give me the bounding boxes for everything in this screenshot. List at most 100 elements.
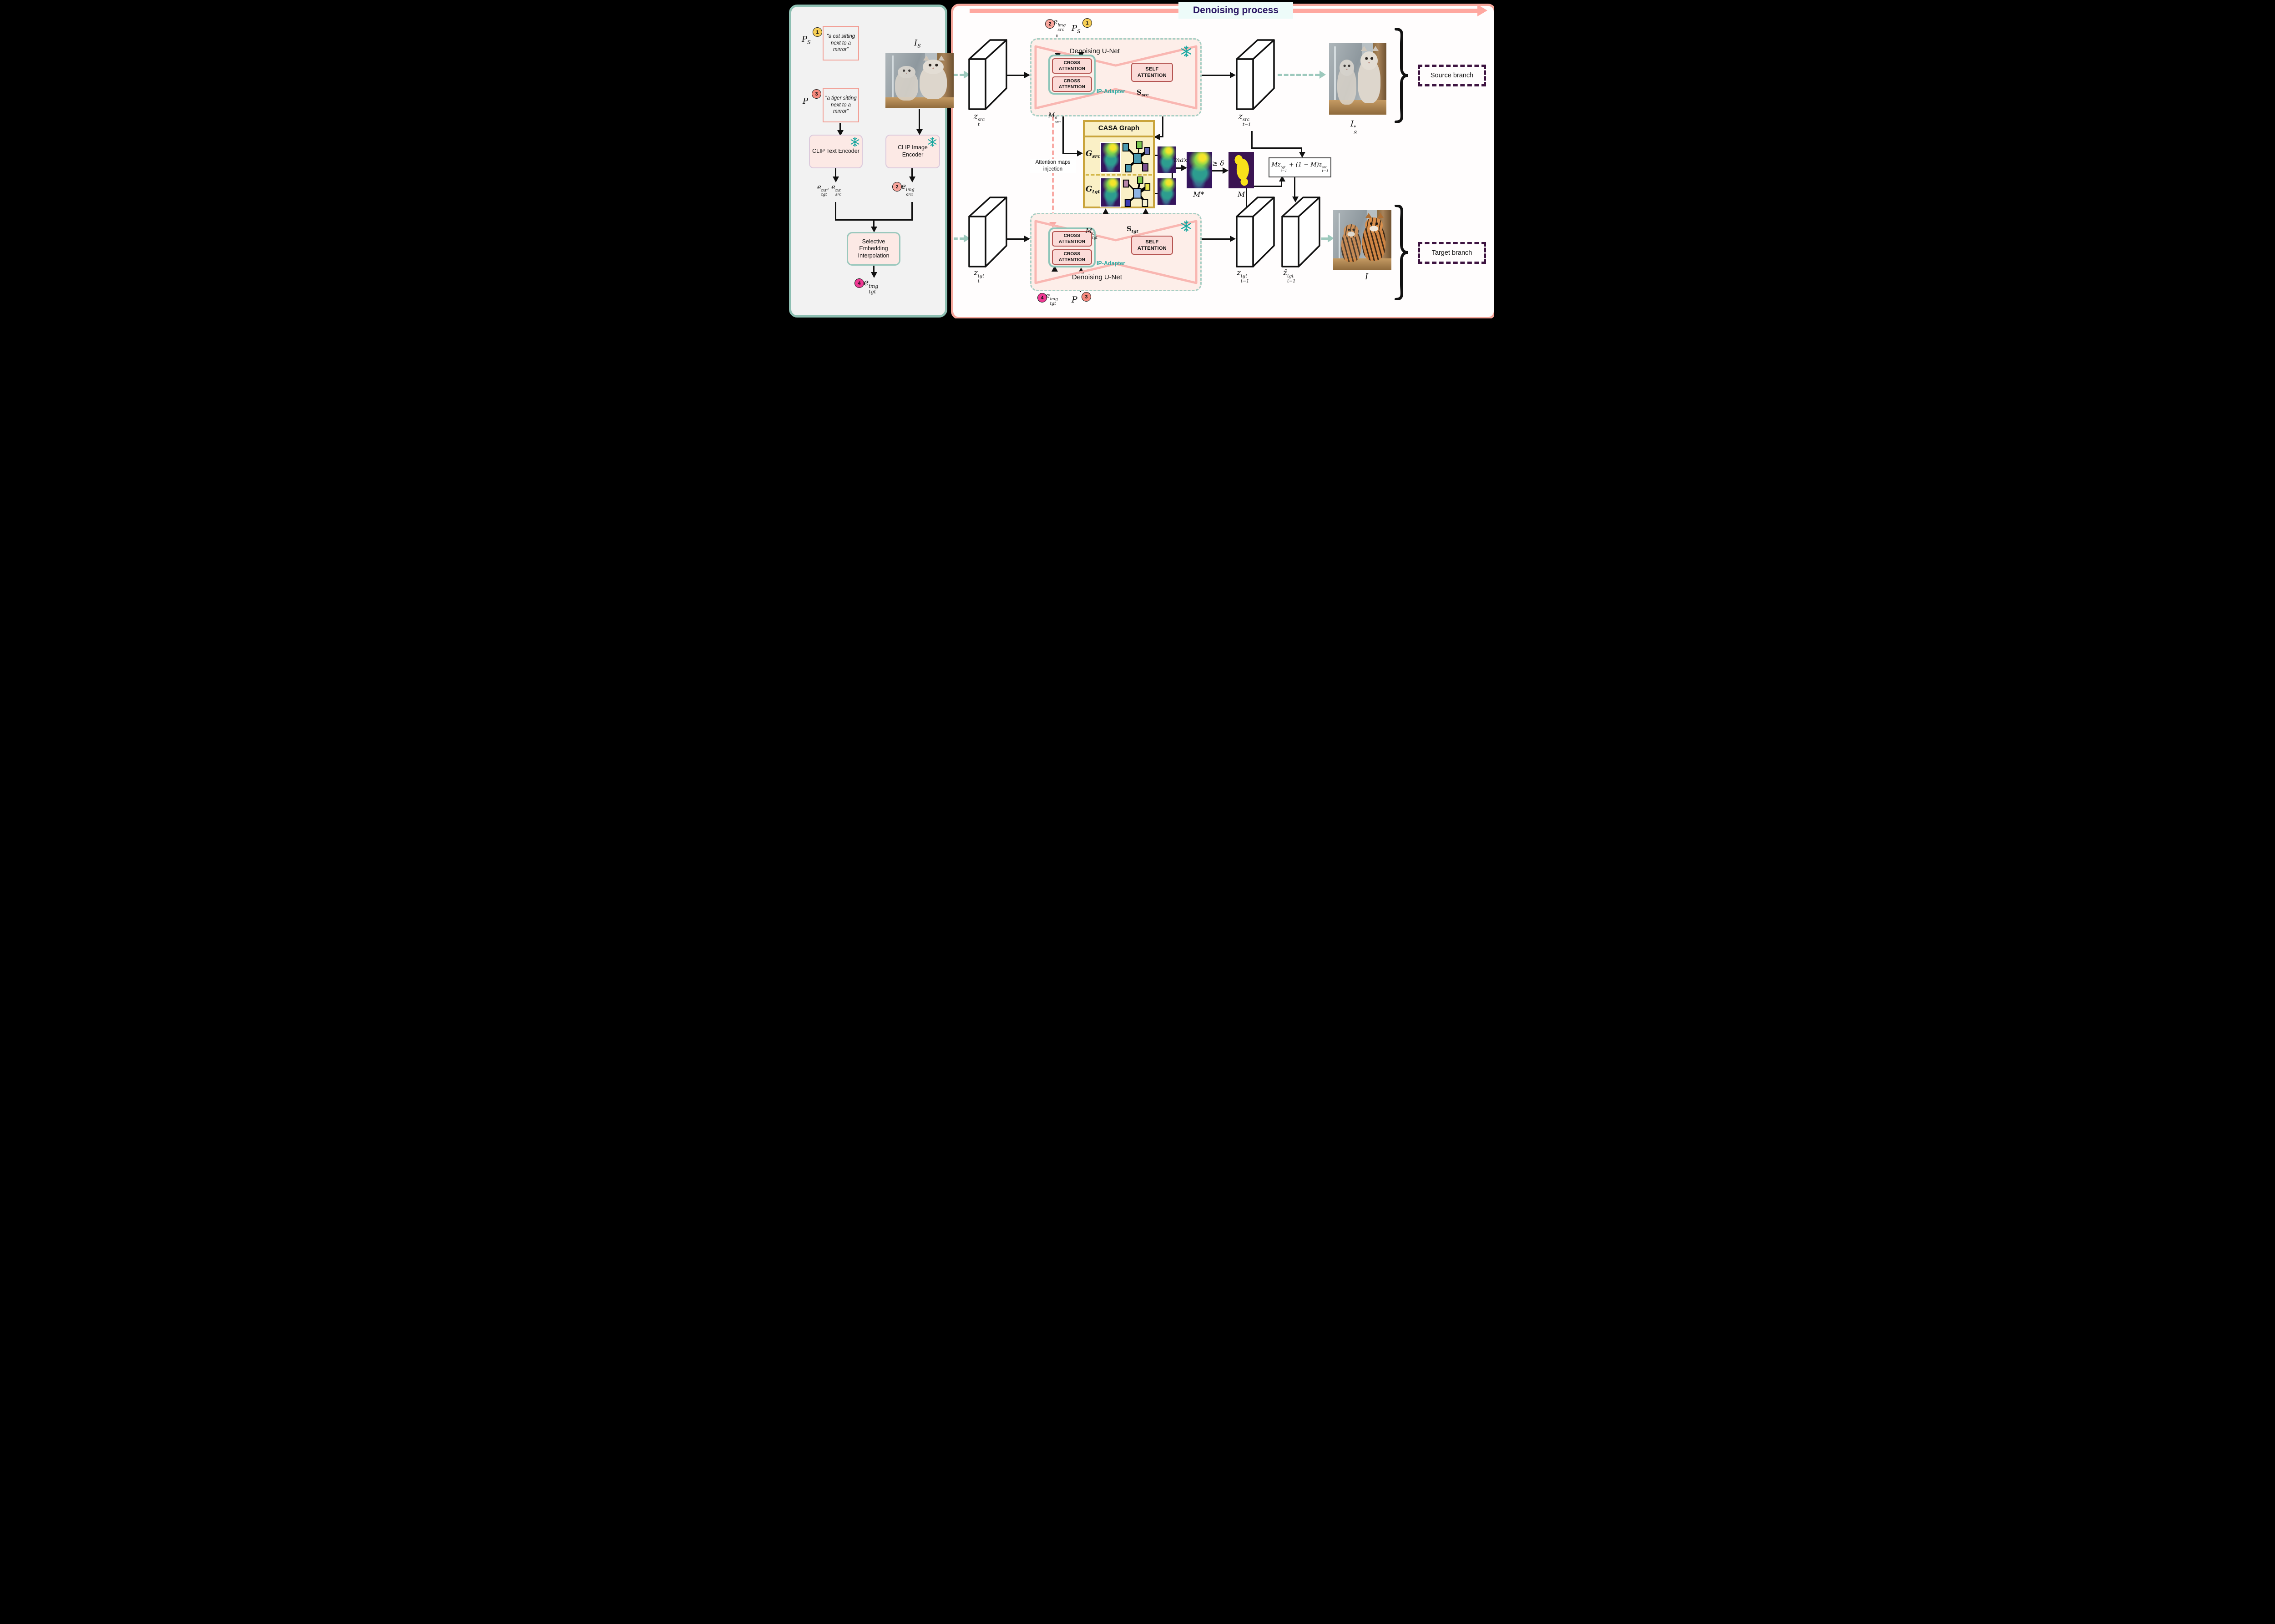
source-branch-box: Source branch [1418, 65, 1486, 86]
connector-line [1294, 176, 1295, 198]
connector-line [835, 219, 913, 221]
badge-2-number: 2 [895, 184, 899, 190]
latent-cube-zt1-tgt [1236, 197, 1275, 267]
eis-sup: img [1057, 22, 1066, 28]
m0t-sup: 0 [1092, 231, 1095, 236]
photo-glass [891, 55, 894, 101]
gsrc-base: G [1086, 149, 1092, 158]
attention-map-tgt [1100, 177, 1121, 207]
arrow-down-icon [871, 272, 877, 278]
output-source-image-label: I*S [1350, 119, 1357, 136]
arrow-left-icon [1154, 134, 1160, 140]
badge-4: 4 [854, 278, 864, 288]
badge-1-number: 1 [1086, 20, 1089, 26]
cat-head [923, 59, 944, 74]
cross-attention-label: CROSS ATTENTION [1058, 252, 1086, 262]
connector-line [1062, 153, 1078, 154]
ztt-base: z [974, 268, 978, 277]
badge-1: 1 [813, 27, 822, 37]
arrow-up-icon [1143, 208, 1149, 214]
ip-adapter-label-text: IP-Adapter [1097, 88, 1126, 95]
badge-4: 4 [1037, 293, 1047, 303]
badge-3-number: 3 [815, 91, 818, 97]
casa-dashed-divider [1086, 174, 1152, 176]
connector-line [1159, 136, 1163, 137]
graph-src [1122, 141, 1150, 172]
clip-text-encoder-label: CLIP Text Encoder [812, 148, 859, 155]
eimg-sup: img [906, 187, 915, 193]
eimgt-sup: img [869, 283, 879, 289]
unet-source-title-text: Denoising U-Net [1069, 47, 1120, 55]
unet-silhouette [1034, 220, 1198, 284]
eit-base: e [1046, 291, 1050, 300]
comma: , [827, 183, 829, 191]
eimgt-sub: tgt [869, 288, 876, 295]
etxt1-base: e [817, 183, 821, 191]
f-sup2: src [1322, 165, 1328, 170]
zts-sub: t [977, 122, 980, 127]
iss-base: I [1350, 119, 1354, 129]
source-output-photo [1329, 43, 1386, 115]
output-target-image-label: I [1365, 272, 1368, 282]
f-z1: z [1277, 161, 1281, 169]
connector-line [873, 220, 875, 228]
cat-reflection [895, 66, 918, 101]
badge-2-number: 2 [1048, 21, 1052, 27]
ip-adapter-label-text: IP-Adapter [1097, 260, 1126, 267]
is-base: I [914, 38, 918, 48]
connector-line [919, 109, 920, 130]
z1t-base: z [1237, 268, 1241, 277]
arrow-down-icon [916, 129, 923, 135]
self-attention-label: SELF ATTENTION [1138, 66, 1167, 78]
photo-shelf [1333, 258, 1391, 270]
is-sub: S [917, 43, 921, 49]
badge-4-number: 4 [1041, 295, 1044, 301]
connector-line [1281, 180, 1282, 186]
zh-base: ẑ [1283, 268, 1287, 277]
ps-sub: S [807, 39, 811, 45]
target-branch-label: Target branch [1431, 249, 1472, 257]
target-output-photo [1333, 210, 1391, 270]
selective-embedding-box: Selective Embedding Interpolation [847, 232, 900, 266]
connector-line [1212, 170, 1224, 171]
binary-mask [1228, 152, 1254, 188]
latent-cube-zt-tgt [968, 197, 1007, 267]
self-attention-box: SELF ATTENTION [1131, 236, 1173, 255]
f-z2: z [1319, 161, 1322, 169]
cross-attention-label: CROSS ATTENTION [1058, 79, 1086, 90]
eimg-sub: src [906, 192, 913, 197]
psi-base: P [1072, 24, 1077, 33]
badge-3-number: 3 [1085, 294, 1088, 300]
f-sub1: t−1 [1280, 169, 1287, 173]
cross-attention-label: CROSS ATTENTION [1058, 233, 1086, 244]
max-label: max [1174, 156, 1188, 164]
target-prompt-text: "a tiger sitting next to a mirror" [825, 95, 857, 115]
m0t-base: M [1086, 227, 1092, 235]
teal-arrowhead-icon [1328, 234, 1334, 242]
m0t-sub: tgt [1092, 235, 1098, 240]
attention-map-src [1100, 142, 1121, 173]
badge-3: 3 [812, 89, 821, 99]
eis-base: e [1053, 17, 1058, 26]
etxt1-sup: txt [821, 188, 827, 193]
clip-text-encoder-box: CLIP Text Encoder [809, 135, 863, 168]
connector-line [1202, 75, 1231, 76]
pb-base: P [1072, 295, 1077, 305]
cat-reflection-head [1339, 59, 1355, 76]
teal-arrowhead-icon [1320, 71, 1326, 79]
process-title-box: Denoising process [1178, 2, 1293, 19]
badge-1: 1 [1082, 18, 1092, 28]
snowflake-icon [928, 137, 937, 147]
cat-figure [920, 55, 947, 100]
connector-line [1251, 131, 1253, 148]
arrow-right-icon [1223, 167, 1228, 174]
cross-attention-label: CROSS ATTENTION [1058, 61, 1086, 71]
badge-2: 2 [1045, 19, 1055, 29]
source-prompt-text: "a cat sitting next to a mirror" [826, 33, 855, 53]
connector-line [1202, 238, 1231, 240]
ztt-sup: tgt [977, 274, 985, 279]
latent-cube-zhat-tgt [1281, 197, 1320, 267]
